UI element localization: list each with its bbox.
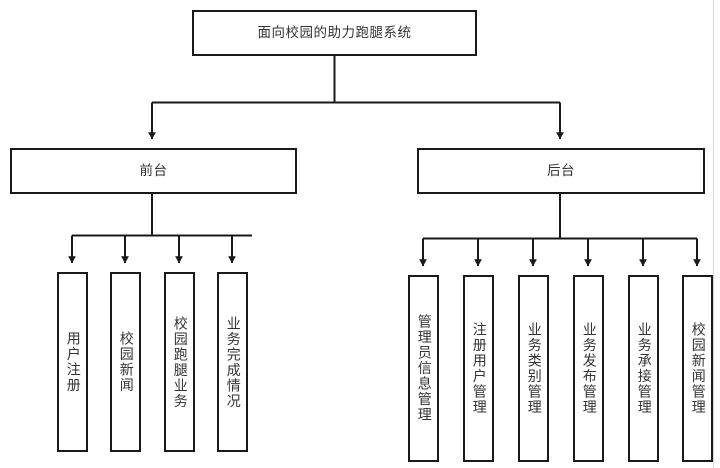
node-user-registration-label: 用户注册 bbox=[64, 331, 81, 393]
node-business-accept-management[interactable]: 业务承接管理 bbox=[628, 275, 659, 462]
node-campus-news-management[interactable]: 校园新闻管理 bbox=[682, 275, 713, 462]
node-campus-errand-service-label: 校园跑腿业务 bbox=[171, 315, 188, 409]
node-campus-news-management-label: 校园新闻管理 bbox=[689, 322, 706, 415]
node-business-category-management[interactable]: 业务类别管理 bbox=[518, 275, 549, 462]
node-campus-news-label: 校园新闻 bbox=[117, 331, 134, 393]
node-business-accept-management-label: 业务承接管理 bbox=[635, 322, 652, 415]
node-backend[interactable]: 后台 bbox=[417, 148, 705, 194]
node-campus-news[interactable]: 校园新闻 bbox=[110, 272, 141, 452]
node-registered-user-management[interactable]: 注册用户管理 bbox=[463, 275, 494, 462]
node-root[interactable]: 面向校园的助力跑腿系统 bbox=[192, 10, 477, 56]
node-backend-label: 后台 bbox=[547, 162, 575, 179]
node-business-publish-management-label: 业务发布管理 bbox=[580, 322, 597, 415]
node-business-completion-status-label: 业务完成情况 bbox=[224, 315, 241, 409]
node-admin-info-management-label: 管理员信息管理 bbox=[415, 314, 432, 423]
node-business-completion-status[interactable]: 业务完成情况 bbox=[217, 272, 248, 452]
node-admin-info-management[interactable]: 管理员信息管理 bbox=[408, 275, 439, 462]
node-registered-user-management-label: 注册用户管理 bbox=[470, 322, 487, 415]
node-root-label: 面向校园的助力跑腿系统 bbox=[257, 24, 412, 41]
node-business-publish-management[interactable]: 业务发布管理 bbox=[573, 275, 604, 462]
node-business-category-management-label: 业务类别管理 bbox=[525, 322, 542, 415]
node-user-registration[interactable]: 用户注册 bbox=[57, 272, 88, 452]
node-frontend[interactable]: 前台 bbox=[10, 148, 297, 194]
page-edge-line bbox=[713, 0, 714, 468]
node-frontend-label: 前台 bbox=[139, 162, 168, 179]
node-campus-errand-service[interactable]: 校园跑腿业务 bbox=[164, 272, 195, 452]
